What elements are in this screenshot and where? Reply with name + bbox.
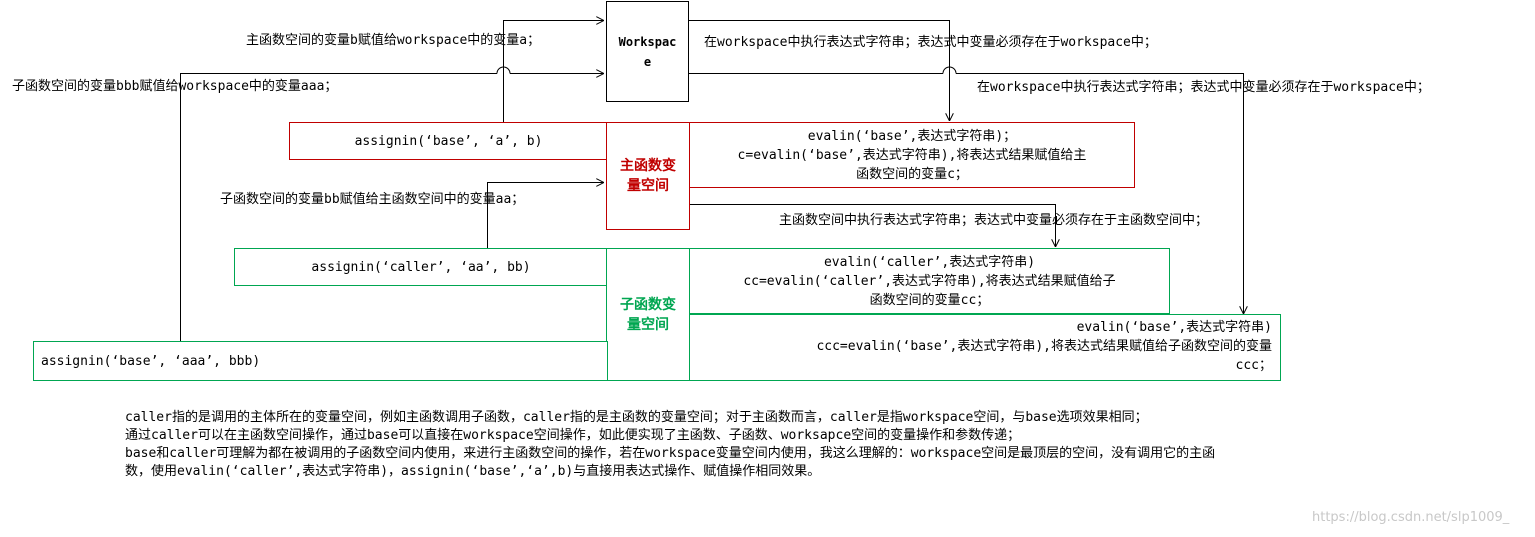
- arrow-bbb-to-workspace: [180, 74, 604, 341]
- annotation-eval-workspace-2: 在workspace中执行表达式字符串；表达式中变量必须存在于workspace…: [977, 80, 1430, 95]
- assignin-caller-aa-box: assignin(‘caller’, ‘aa’, bb): [234, 248, 608, 286]
- arrow-bb-to-main: [487, 183, 604, 248]
- sub-evalin-caller-line2: cc=evalin(‘caller’,表达式字符串),将表达式结果赋值给子: [743, 273, 1116, 289]
- main-evalin-line2: c=evalin(‘base’,表达式字符串),将表达式结果赋值给主: [737, 147, 1087, 163]
- annotation-bbb-to-aaa: 子函数空间的变量bbb赋值给workspace中的变量aaa；: [12, 79, 338, 94]
- sub-evalin-base-box: evalin(‘base’,表达式字符串) ccc=evalin(‘base’,…: [689, 314, 1281, 381]
- main-evalin-line1: evalin(‘base’,表达式字符串)；: [807, 128, 1017, 144]
- main-space-title-line2: 量空间: [627, 178, 669, 194]
- assignin-base-a-code: assignin(‘base’, ‘a’, b): [354, 133, 543, 149]
- annotation-bb-to-aa: 子函数空间的变量bb赋值给主函数空间中的变量aa；: [220, 192, 525, 207]
- arrow-b-to-workspace: [503, 21, 604, 122]
- note-paragraph-1: caller指的是调用的主体所在的变量空间，例如主函数调用子函数，caller指…: [125, 410, 1148, 425]
- sub-space-box: 子函数变 量空间: [606, 248, 690, 381]
- annotation-eval-main: 主函数空间中执行表达式字符串；表达式中变量必须存在于主函数空间中；: [779, 213, 1209, 228]
- sub-space-title-line2: 量空间: [627, 316, 669, 333]
- annotation-eval-workspace-1: 在workspace中执行表达式字符串；表达式中变量必须存在于workspace…: [704, 35, 1157, 50]
- note-paragraph-2: 通过caller可以在主函数空间操作，通过base可以直接在workspace空…: [125, 428, 1021, 443]
- assignin-base-a-box: assignin(‘base’, ‘a’, b): [289, 122, 608, 160]
- watermark: https://blog.csdn.net/slp1009_: [1312, 510, 1510, 525]
- workspace-label-line1: Workspac: [618, 34, 677, 49]
- workspace-box: Workspac e: [606, 1, 689, 102]
- sub-evalin-base-line2: ccc=evalin(‘base’,表达式字符串),将表达式结果赋值给子函数空间…: [816, 339, 1272, 354]
- workspace-label-line2: e: [643, 54, 652, 69]
- sub-evalin-base-line3: ccc；: [1235, 358, 1272, 373]
- main-evalin-box: evalin(‘base’,表达式字符串)； c=evalin(‘base’,表…: [689, 122, 1135, 188]
- arrow-workspace-to-sub-eval: [689, 73, 1244, 314]
- assignin-caller-aa-code: assignin(‘caller’, ‘aa’, bb): [311, 259, 531, 275]
- main-evalin-line3: 函数空间的变量c；: [856, 166, 968, 182]
- sub-evalin-caller-box: evalin(‘caller’,表达式字符串) cc=evalin(‘calle…: [689, 248, 1170, 314]
- explanation-notes: caller指的是调用的主体所在的变量空间，例如主函数调用子函数，caller指…: [125, 409, 1235, 481]
- arrow-main-to-sub-eval: [689, 204, 1056, 247]
- main-space-box: 主函数变 量空间: [606, 122, 690, 230]
- annotation-b-to-a: 主函数空间的变量b赋值给workspace中的变量a；: [246, 33, 541, 48]
- assignin-base-aaa-code: assignin(‘base’, ‘aaa’, bbb): [41, 353, 261, 369]
- assignin-base-aaa-box: assignin(‘base’, ‘aaa’, bbb): [33, 341, 608, 381]
- sub-evalin-caller-line3: 函数空间的变量cc；: [869, 292, 990, 308]
- sub-evalin-base-line1: evalin(‘base’,表达式字符串): [1076, 320, 1272, 335]
- sub-space-title-line1: 子函数变: [620, 296, 676, 313]
- main-space-title-line1: 主函数变: [620, 158, 676, 174]
- arrow-workspace-to-main-eval: [689, 20, 950, 121]
- note-paragraph-3: base和caller可理解为都在被调用的子函数空间内使用，来进行主函数空间的操…: [125, 446, 1216, 479]
- sub-evalin-caller-line1: evalin(‘caller’,表达式字符串): [823, 254, 1036, 270]
